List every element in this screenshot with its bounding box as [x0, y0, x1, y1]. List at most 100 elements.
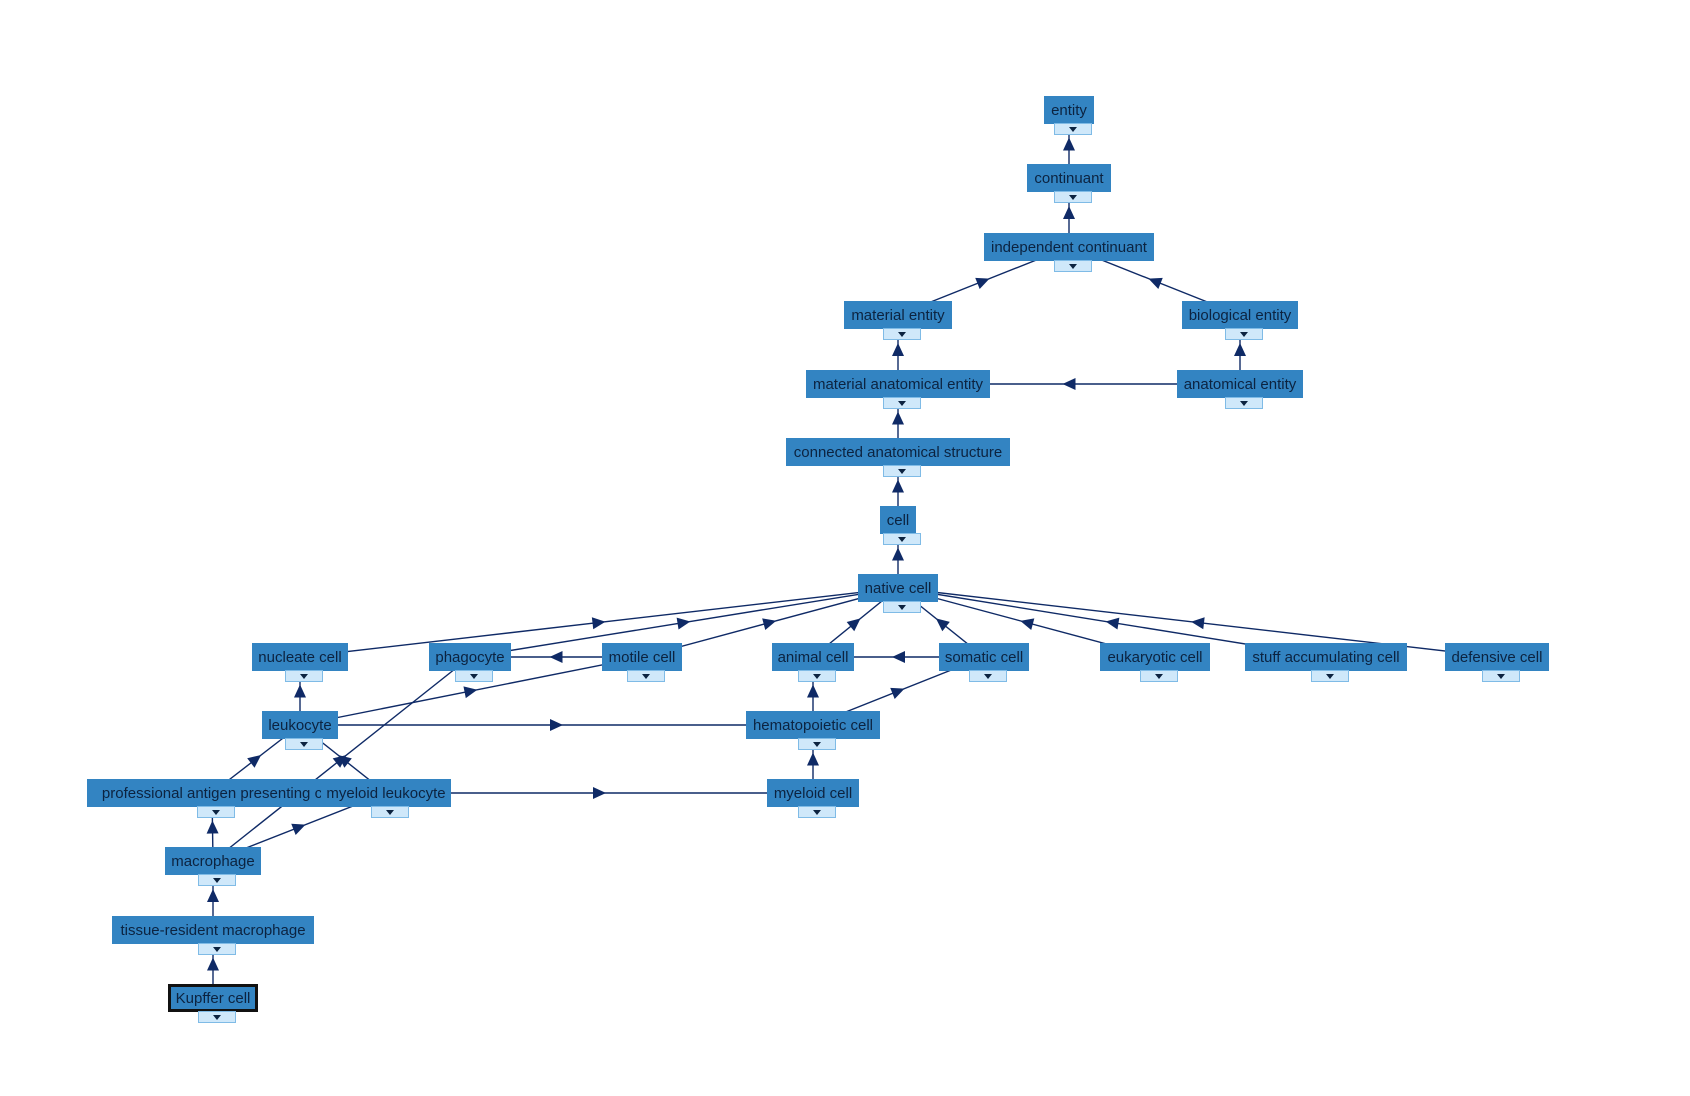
edge-arrowhead	[247, 755, 262, 768]
node-expand-button[interactable]	[627, 670, 665, 682]
node-expand-button[interactable]	[285, 738, 323, 750]
node-connected-anatomical-structure[interactable]: connected anatomical structure	[786, 438, 1010, 466]
node-label: anatomical entity	[1183, 375, 1297, 393]
node-expand-button[interactable]	[798, 806, 836, 818]
node-expand-button[interactable]	[1140, 670, 1178, 682]
node-hematopoietic-cell[interactable]: hematopoietic cell	[746, 711, 880, 739]
node-expand-button[interactable]	[1225, 328, 1263, 340]
node-phagocyte[interactable]: phagocyte	[429, 643, 511, 671]
node-defensive-cell[interactable]: defensive cell	[1445, 643, 1549, 671]
node-stuff-accumulating-cell[interactable]: stuff accumulating cell	[1245, 643, 1407, 671]
node-expand-button[interactable]	[1054, 123, 1092, 135]
node-label: phagocyte	[435, 648, 505, 666]
node-label: eukaryotic cell	[1107, 648, 1203, 666]
node-expand-button[interactable]	[883, 533, 921, 545]
node-label: animal cell	[777, 648, 849, 666]
node-leukocyte[interactable]: leukocyte	[262, 711, 338, 739]
node-expand-button[interactable]	[198, 874, 236, 886]
edge-arrowhead	[1191, 617, 1205, 630]
edge-arrowhead	[807, 684, 819, 698]
node-expand-button[interactable]	[285, 670, 323, 682]
node-expand-button[interactable]	[798, 738, 836, 750]
chevron-down-icon	[470, 673, 478, 679]
edge-arrowhead	[207, 889, 219, 902]
node-expand-button[interactable]	[883, 465, 921, 477]
edge-arrowhead	[975, 277, 990, 289]
node-label: macrophage	[171, 852, 255, 870]
node-tissue-resident-macrophage[interactable]: tissue-resident macrophage	[112, 916, 314, 944]
node-macrophage[interactable]: macrophage	[165, 847, 261, 875]
edge-arrowhead	[1148, 277, 1163, 289]
chevron-down-icon	[386, 809, 394, 815]
edge-arrowhead	[1063, 137, 1075, 151]
edge-arrowhead	[291, 823, 306, 835]
node-expand-button[interactable]	[883, 397, 921, 409]
chevron-down-icon	[213, 877, 221, 883]
chevron-down-icon	[1155, 673, 1163, 679]
node-label: entity	[1051, 101, 1087, 119]
node-expand-button[interactable]	[969, 670, 1007, 682]
node-label: leukocyte	[268, 716, 332, 734]
node-expand-button[interactable]	[1225, 397, 1263, 409]
node-kupffer-cell[interactable]: Kupffer cell	[168, 984, 258, 1012]
node-label: myeloid leukocyte	[326, 784, 446, 802]
node-myeloid-leukocyte[interactable]: myeloid leukocyte	[321, 779, 451, 807]
node-expand-button[interactable]	[1054, 260, 1092, 272]
chevron-down-icon	[813, 809, 821, 815]
chevron-down-icon	[642, 673, 650, 679]
node-expand-button[interactable]	[883, 601, 921, 613]
node-expand-button[interactable]	[883, 328, 921, 340]
edge-arrowhead	[892, 547, 904, 561]
edge-arrowhead	[1105, 617, 1120, 630]
edge-arrowhead	[676, 617, 691, 630]
node-expand-button[interactable]	[197, 806, 235, 818]
edge-arrowhead	[890, 687, 905, 699]
chevron-down-icon	[1497, 673, 1505, 679]
edge-arrowhead	[294, 684, 306, 698]
node-motile-cell[interactable]: motile cell	[602, 643, 682, 671]
node-biological-entity[interactable]: biological entity	[1182, 301, 1298, 329]
node-material-anatomical-entity[interactable]: material anatomical entity	[806, 370, 990, 398]
chevron-down-icon	[898, 536, 906, 542]
edge-arrowhead	[892, 411, 904, 425]
node-native-cell[interactable]: native cell	[858, 574, 938, 602]
edge-arrowhead	[207, 957, 219, 971]
node-nucleate-cell[interactable]: nucleate cell	[252, 643, 348, 671]
edge-arrowhead	[550, 719, 563, 731]
chevron-down-icon	[213, 1014, 221, 1020]
node-expand-button[interactable]	[798, 670, 836, 682]
node-expand-button[interactable]	[455, 670, 493, 682]
node-animal-cell[interactable]: animal cell	[772, 643, 854, 671]
node-expand-button[interactable]	[198, 943, 236, 955]
edge-arrowhead	[206, 820, 219, 834]
chevron-down-icon	[1326, 673, 1334, 679]
chevron-down-icon	[1240, 331, 1248, 337]
chevron-down-icon	[1069, 126, 1077, 132]
node-anatomical-entity[interactable]: anatomical entity	[1177, 370, 1303, 398]
node-expand-button[interactable]	[371, 806, 409, 818]
node-expand-button[interactable]	[1482, 670, 1520, 682]
node-material-entity[interactable]: material entity	[844, 301, 952, 329]
edge-arrowhead	[1234, 343, 1246, 356]
node-continuant[interactable]: continuant	[1027, 164, 1111, 192]
node-independent-continuant[interactable]: independent continuant	[984, 233, 1154, 261]
edge-arrowhead	[762, 618, 777, 630]
edge-arrowhead	[807, 752, 819, 766]
edge-arrowhead	[892, 343, 904, 356]
node-cell[interactable]: cell	[880, 506, 916, 534]
node-label: motile cell	[608, 648, 676, 666]
edge-arrowhead	[591, 617, 606, 630]
node-label: material entity	[851, 306, 945, 324]
chevron-down-icon	[300, 741, 308, 747]
node-professional-apc[interactable]: professional antigen presenting c	[87, 779, 337, 807]
node-expand-button[interactable]	[1311, 670, 1349, 682]
edge-arrowhead	[846, 618, 861, 632]
chevron-down-icon	[984, 673, 992, 679]
node-entity[interactable]: entity	[1044, 96, 1094, 124]
node-myeloid-cell[interactable]: myeloid cell	[767, 779, 859, 807]
node-eukaryotic-cell[interactable]: eukaryotic cell	[1100, 643, 1210, 671]
node-expand-button[interactable]	[198, 1011, 236, 1023]
node-somatic-cell[interactable]: somatic cell	[939, 643, 1029, 671]
node-expand-button[interactable]	[1054, 191, 1092, 203]
